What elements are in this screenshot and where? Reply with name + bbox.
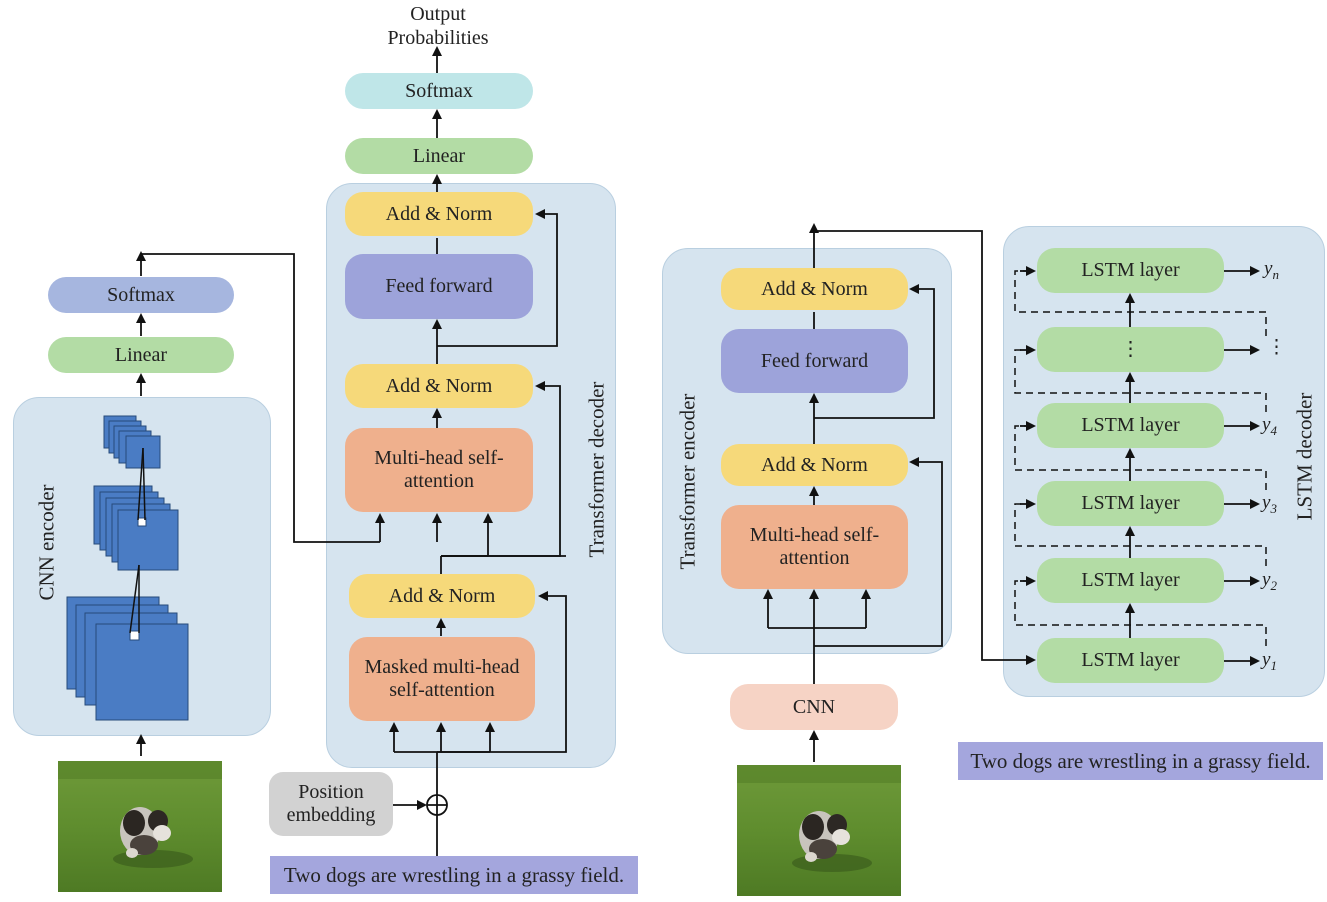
top-linear-block: Linear [345,138,533,174]
lstm-output-3-sub: 3 [1270,500,1277,516]
encoder-mha-text: Multi-head self- attention [750,524,879,570]
lstm-output-4-y: y [1262,414,1271,435]
left-linear-block: Linear [48,337,234,373]
decoder-add-norm-mid: Add & Norm [345,364,533,408]
lstm-output-n-y: y [1264,258,1273,279]
lstm-layer-4: LSTM layer [1037,403,1224,448]
decoder-masked-line2: self-attention [389,679,495,701]
encoder-feed-forward: Feed forward [721,329,908,393]
lstm-layer-n: LSTM layer [1037,248,1224,293]
lstm-output-n: yn [1264,258,1279,283]
lstm-layer-1-label: LSTM layer [1081,649,1180,671]
lstm-layer-3: LSTM layer [1037,481,1224,526]
encoder-add-norm-top: Add & Norm [721,268,908,310]
lstm-output-3: y3 [1262,492,1277,517]
output-label-line2: Probabilities [387,27,489,49]
decoder-masked-attention: Masked multi-head self-attention [349,637,535,721]
output-label-line1: Output [410,3,466,25]
dog-photo [58,761,222,892]
left-linear-label: Linear [114,343,168,366]
decoder-add-norm-top: Add & Norm [345,192,533,236]
lstm-output-2: y2 [1262,569,1277,594]
lstm-decoder-panel [1003,226,1325,697]
lstm-output-ellipsis: ⋮ [1267,336,1286,359]
position-embedding-block: Position embedding [269,772,393,836]
lstm-output-4-sub: 4 [1270,422,1277,438]
top-softmax-block: Softmax [345,73,533,109]
decoder-masked-text: Masked multi-head self-attention [365,656,520,702]
input-image-left [58,761,222,892]
lstm-layer-3-label: LSTM layer [1081,492,1180,514]
lstm-output-1: y1 [1262,649,1277,674]
decoder-mha-line1: Multi-head self- [374,447,504,469]
position-embedding-text: Position embedding [287,781,376,827]
decoder-feed-forward-label: Feed forward [385,275,493,297]
input-image-right [737,765,901,896]
position-line2: embedding [286,804,376,826]
cnn-receptive-lines [129,447,146,634]
lstm-layer-4-label: LSTM layer [1081,414,1180,436]
decoder-masked-line1: Masked multi-head [364,656,520,678]
lstm-layer-ellipsis-label: ⋮ [1120,338,1141,360]
decoder-feed-forward: Feed forward [345,254,533,319]
encoder-add-norm-low: Add & Norm [721,444,908,486]
lstm-output-1-y: y [1262,649,1271,670]
decoder-multi-head-attention: Multi-head self- attention [345,428,533,512]
left-softmax-block: Softmax [48,277,234,313]
lstm-layer-n-label: LSTM layer [1081,259,1180,281]
encoder-multi-head-attention: Multi-head self- attention [721,505,908,589]
lstm-output-3-y: y [1262,492,1271,513]
lstm-layer-1: LSTM layer [1037,638,1224,683]
encoder-add-norm-low-label: Add & Norm [761,453,868,476]
decoder-add-norm-top-label: Add & Norm [385,202,493,225]
decoder-caption: Two dogs are wrestling in a grassy field… [270,856,638,894]
lstm-output-n-sub: n [1272,266,1279,282]
decoder-add-norm-low-label: Add & Norm [388,584,496,607]
decoder-add-norm-low: Add & Norm [349,574,535,618]
position-line1: Position [298,781,364,803]
top-softmax-label: Softmax [405,79,473,102]
decoder-mha-text: Multi-head self- attention [374,447,503,493]
encoder-mha-line2: attention [779,547,850,569]
cnn-block-label: CNN [792,695,836,718]
decoder-mha-line2: attention [404,470,474,492]
encoder-feed-forward-label: Feed forward [760,349,869,372]
lstm-output-ellipsis-glyph: ⋮ [1267,337,1286,358]
cnn-block: CNN [730,684,898,730]
lstm-layer-2: LSTM layer [1037,558,1224,603]
top-linear-label: Linear [412,144,466,167]
output-probabilities-label: Output Probabilities [358,2,518,50]
lstm-output-1-sub: 1 [1270,657,1277,673]
lstm-output-4: y4 [1262,414,1277,439]
left-softmax-label: Softmax [107,283,175,306]
lstm-output-2-sub: 2 [1270,577,1277,593]
encoder-mha-line1: Multi-head self- [749,524,880,546]
cnn-feature-maps [66,415,189,721]
lstm-output-2-y: y [1262,569,1271,590]
dog-photo [737,765,901,896]
lstm-layer-2-label: LSTM layer [1081,569,1180,591]
encoder-add-norm-top-label: Add & Norm [761,277,868,300]
lstm-layer-ellipsis: ⋮ [1037,327,1224,372]
decoder-add-norm-mid-label: Add & Norm [385,374,493,397]
lstm-caption: Two dogs are wrestling in a grassy field… [958,742,1323,780]
